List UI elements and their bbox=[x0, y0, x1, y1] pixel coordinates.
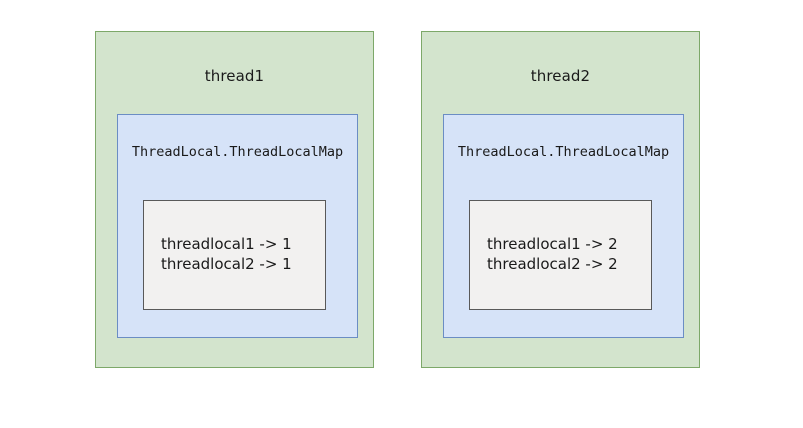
thread-title-1: thread1 bbox=[204, 67, 265, 85]
threadlocalmap-entries-box-1: threadlocal1 -> 1 threadlocal2 -> 1 bbox=[143, 200, 326, 310]
entry-item: threadlocal1 -> 1 bbox=[161, 235, 292, 253]
threadlocalmap-title-1: ThreadLocal.ThreadLocalMap bbox=[131, 144, 344, 160]
thread-container-1: thread1 ThreadLocal.ThreadLocalMap threa… bbox=[95, 31, 374, 368]
entry-item: threadlocal2 -> 2 bbox=[487, 255, 618, 273]
threadlocalmap-entries-box-2: threadlocal1 -> 2 threadlocal2 -> 2 bbox=[469, 200, 652, 310]
thread-container-2: thread2 ThreadLocal.ThreadLocalMap threa… bbox=[421, 31, 700, 368]
threadlocalmap-container-1: ThreadLocal.ThreadLocalMap threadlocal1 … bbox=[117, 114, 358, 338]
thread-title-2: thread2 bbox=[530, 67, 591, 85]
threadlocalmap-container-2: ThreadLocal.ThreadLocalMap threadlocal1 … bbox=[443, 114, 684, 338]
entry-item: threadlocal2 -> 1 bbox=[161, 255, 292, 273]
entry-item: threadlocal1 -> 2 bbox=[487, 235, 618, 253]
entry-list-2: threadlocal1 -> 2 threadlocal2 -> 2 bbox=[487, 234, 618, 274]
entry-list-1: threadlocal1 -> 1 threadlocal2 -> 1 bbox=[161, 234, 292, 274]
threadlocalmap-title-2: ThreadLocal.ThreadLocalMap bbox=[457, 144, 670, 160]
